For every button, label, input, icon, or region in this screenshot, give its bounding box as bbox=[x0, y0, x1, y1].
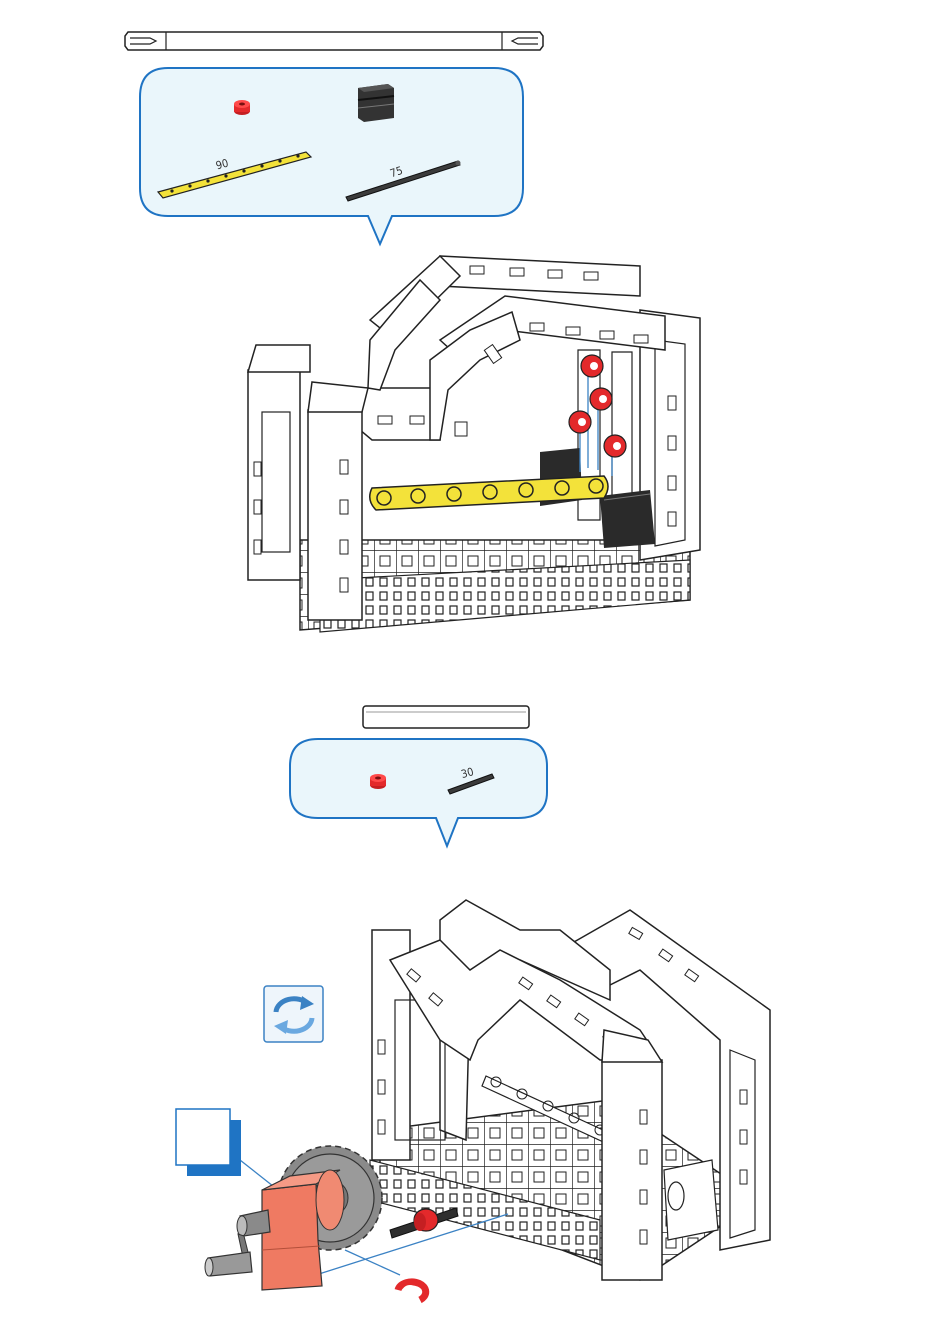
red-bushing-loose-icon bbox=[398, 1282, 426, 1300]
rotate-arrows-icon bbox=[264, 986, 323, 1042]
parts-callout-step1: 90 75 bbox=[140, 68, 523, 244]
parts-callout-step2: 30 bbox=[290, 739, 547, 846]
rod-part-top bbox=[363, 706, 529, 728]
crank-handle-icon bbox=[205, 1210, 270, 1276]
rail-part-top bbox=[125, 32, 543, 50]
red-bushing-icon bbox=[370, 774, 386, 789]
orange-crank-block bbox=[262, 1170, 344, 1290]
subassembly-callout bbox=[176, 1109, 241, 1176]
red-bushing-icon bbox=[234, 100, 250, 115]
black-block-icon bbox=[358, 84, 394, 122]
step1-assembly bbox=[248, 256, 700, 632]
yellow-strip-placed bbox=[370, 476, 608, 510]
